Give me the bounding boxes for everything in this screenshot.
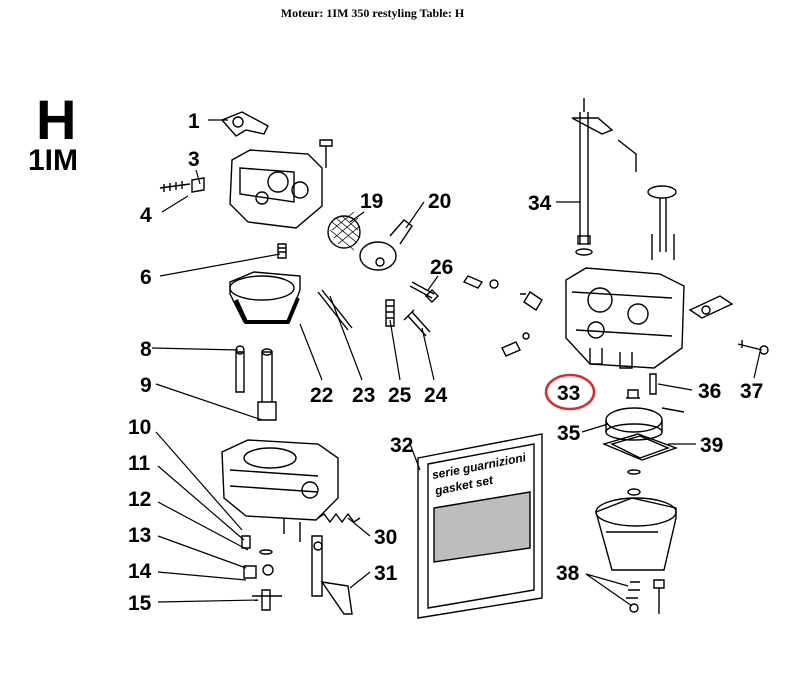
callout-8: 8	[140, 338, 152, 361]
callout-39: 39	[700, 434, 723, 457]
float-bowl-right	[595, 497, 677, 571]
callout-38: 38	[556, 562, 580, 585]
screw-top-right	[319, 139, 333, 168]
callout-10: 10	[128, 416, 151, 439]
screw-part-26	[409, 281, 439, 303]
callout-3: 3	[188, 148, 200, 171]
rod-part-23	[317, 289, 353, 331]
screw-part-24	[403, 309, 431, 337]
carburetor-body-upper	[229, 149, 323, 229]
callout-1: 1	[188, 110, 200, 133]
spring-part-6	[277, 243, 287, 259]
callout-25: 25	[388, 384, 412, 407]
screw-part-25	[385, 299, 395, 327]
callout-11: 11	[128, 452, 151, 475]
callout-35: 35	[557, 422, 581, 445]
page-title: Moteur: 1IM 350 restyling Table: H	[280, 6, 465, 20]
callout-20: 20	[428, 190, 451, 213]
callout-6: 6	[140, 266, 152, 289]
screw-part-3	[159, 177, 205, 193]
spring-part-30	[317, 512, 361, 524]
leader-lines	[151, 119, 761, 607]
callout-30: 30	[374, 526, 397, 549]
float-bowl-lower-body	[221, 439, 339, 542]
highlight-circle-33	[544, 373, 596, 411]
callout-9: 9	[140, 374, 152, 397]
screw-part-37	[737, 340, 769, 355]
throttle-lever-part-1	[220, 111, 269, 137]
washer-stack	[627, 469, 641, 496]
engine-code: 1IM	[28, 144, 79, 177]
lever-part-31	[311, 535, 353, 615]
carburetor-body-right	[565, 267, 685, 369]
jet-part-33	[626, 389, 640, 399]
small-screws-middle	[462, 275, 543, 357]
float-part-35	[605, 407, 685, 441]
callout-23: 23	[352, 384, 375, 407]
air-filter-part-22	[229, 271, 301, 324]
small-parts-11-15	[241, 535, 282, 611]
jet-tube-part-9	[257, 348, 277, 421]
pin-part-36	[649, 373, 657, 395]
callout-22: 22	[310, 384, 333, 407]
callout-37: 37	[740, 380, 763, 403]
callout-19: 19	[360, 190, 383, 213]
callout-24: 24	[424, 384, 448, 407]
callout-4: 4	[140, 204, 152, 227]
callout-labels: 1 3 4 6 8 9 10 11 12 13 14 15 19 20 22 2…	[128, 110, 763, 615]
callout-12: 12	[128, 488, 151, 511]
callout-13: 13	[128, 524, 151, 547]
filter-screen-part-19	[327, 211, 361, 251]
bent-rod	[617, 139, 637, 172]
choke-valve-part	[647, 185, 677, 260]
callout-36: 36	[698, 380, 721, 403]
callout-34: 34	[528, 192, 552, 215]
shaft-part-34	[571, 98, 614, 256]
callout-14: 14	[128, 560, 152, 583]
callout-15: 15	[128, 592, 152, 615]
fitting-part-20	[359, 219, 413, 271]
cover-plate	[688, 295, 734, 319]
table-letter: H	[36, 88, 77, 151]
callout-26: 26	[430, 256, 453, 279]
callout-33: 33	[557, 382, 580, 405]
callout-31: 31	[374, 562, 398, 585]
callout-32: 32	[390, 434, 413, 457]
gasket-box-label: serie guarnizioni gasket set	[431, 450, 528, 498]
jet-part-8	[235, 345, 245, 393]
gasket-set-box-part-32	[417, 433, 543, 619]
gasket-part-39	[601, 433, 679, 461]
parts-38	[626, 579, 665, 614]
